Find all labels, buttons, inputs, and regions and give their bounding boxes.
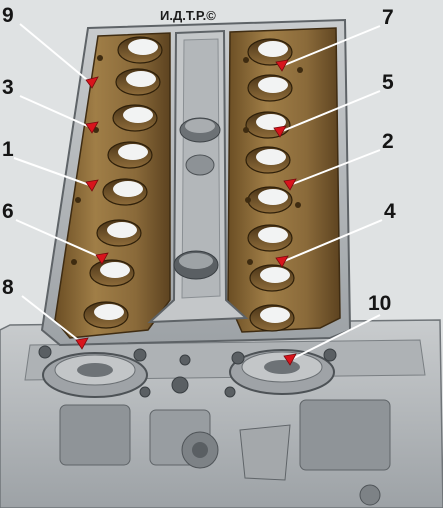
arrow-6 [95,252,109,265]
right-bore-highlights [256,41,290,323]
bolt-holes [71,55,303,265]
arrow-5 [273,125,287,138]
callout-3: 3 [2,76,14,99]
tightening-arrows [75,59,297,366]
block-bolt-holes [38,345,337,398]
callout-4: 4 [384,200,396,223]
watermark: И.Д.Т.Р.© [160,8,216,23]
arrow-1 [85,179,99,192]
callout-8: 8 [2,276,14,299]
callout-7: 7 [382,6,394,29]
callout-1: 1 [2,138,14,161]
arrow-9 [85,76,99,89]
callout-10: 10 [368,292,391,315]
callout-9: 9 [2,4,14,27]
arrow-4 [275,255,289,268]
right-gasket-surface [227,27,341,333]
arrow-3 [85,121,99,134]
arrow-2 [283,178,297,191]
leader-lines [13,23,383,361]
arrow-10 [283,353,297,366]
callout-2: 2 [382,130,394,153]
left-pulley [42,352,148,398]
left-bore-highlights [94,39,158,320]
right-pulley [229,349,335,395]
arrow-8 [75,337,89,350]
callout-labels: 9 3 1 6 8 7 5 2 4 10 [2,4,396,315]
arrow-7 [275,59,289,72]
callout-5: 5 [382,71,394,94]
engine-block [0,319,443,508]
central-channel [147,29,249,324]
callout-6: 6 [2,200,14,223]
